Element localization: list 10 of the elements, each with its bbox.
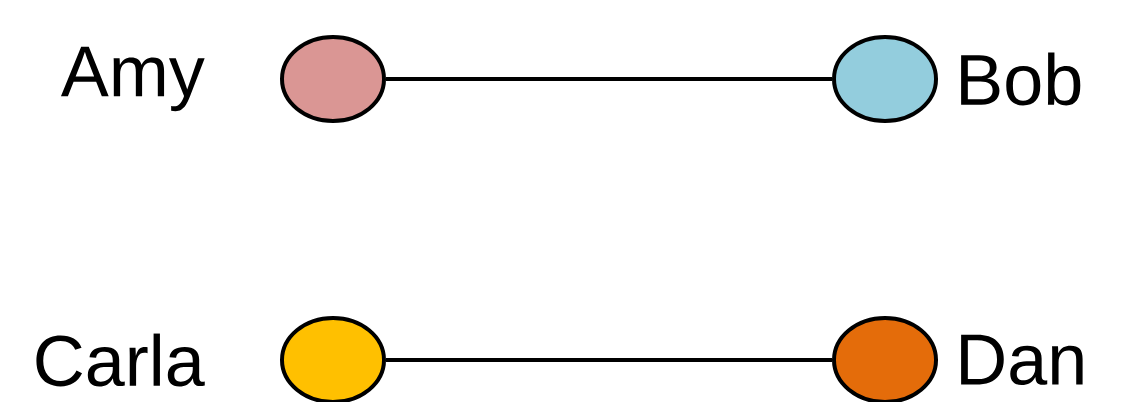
node-ellipse [280,316,386,402]
node-ellipse [832,35,938,123]
person-name: Dan [961,334,1083,386]
person-name: Carla [36,333,205,387]
node-ellipse [832,316,938,402]
person-name: Bob [961,52,1081,106]
person-name: Amy [60,46,205,112]
connector-line [386,358,832,362]
connector-line [386,77,832,81]
node-ellipse [280,35,386,123]
